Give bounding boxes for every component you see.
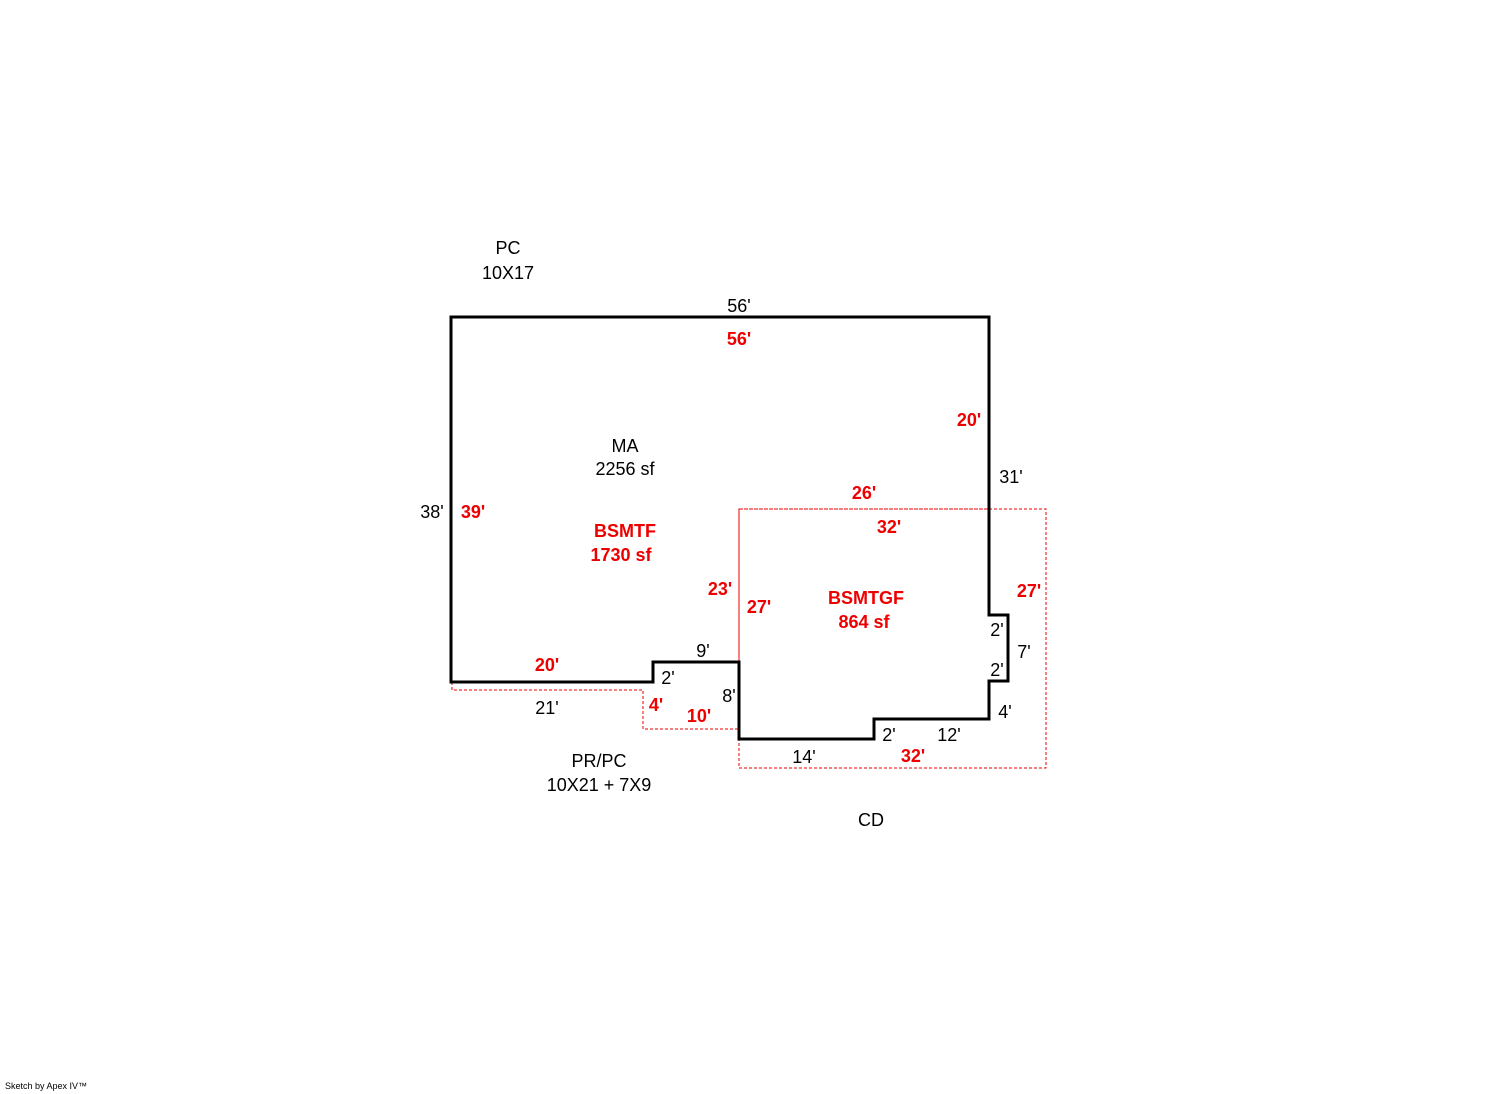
dim-main-top: 56': [727, 296, 750, 316]
dim-main-bottom-right: 12': [937, 725, 960, 745]
dim-bsmt-garage-left: 27': [747, 597, 771, 617]
basement-finished-outline: [451, 316, 990, 730]
bsmtf-label: BSMTF: [594, 521, 656, 541]
dim-main-notch-upper: 2': [990, 620, 1003, 640]
dim-bsmt-garage-right: 27': [1017, 581, 1041, 601]
cd-label: CD: [858, 810, 884, 830]
dim-main-bottom-left: 21': [535, 698, 558, 718]
dim-bsmt-garage-top: 32': [877, 517, 901, 537]
bsmtf-area: 1730 sf: [590, 545, 652, 565]
dim-bsmt-step-bottom: 10': [687, 706, 711, 726]
ma-label: MA: [612, 436, 639, 456]
dim-main-right: 31': [999, 467, 1022, 487]
basement-garage-outline: [738, 508, 1047, 769]
dim-bsmt-right-upper: 20': [957, 410, 981, 430]
bsmtgf-area: 864 sf: [838, 612, 890, 632]
prpc-label: PR/PC: [571, 751, 626, 771]
footer-credit: Sketch by Apex IV™: [5, 1081, 88, 1091]
prpc-size: 10X21 + 7X9: [547, 775, 652, 795]
ma-area: 2256 sf: [595, 459, 655, 479]
pc-size: 10X17: [482, 263, 534, 283]
dim-main-notch-lower: 2': [990, 660, 1003, 680]
pc-label: PC: [495, 238, 520, 258]
dim-main-notch-low: 4': [998, 702, 1011, 722]
dim-main-step-up: 2': [661, 668, 674, 688]
bsmtgf-label: BSMTGF: [828, 588, 904, 608]
dim-main-left: 38': [420, 502, 443, 522]
dim-bsmt-inner-left: 23': [708, 579, 732, 599]
dim-bsmt-top: 56': [727, 329, 751, 349]
dim-main-bottom-mid: 14': [792, 747, 815, 767]
dim-bsmt-garage-bottom: 32': [901, 746, 925, 766]
dim-bsmt-bottom-left: 20': [535, 655, 559, 675]
dim-main-step-down: 8': [722, 686, 735, 706]
dim-main-step-top: 9': [696, 641, 709, 661]
dim-main-notch-side: 7': [1017, 642, 1030, 662]
main-area-outline: [449, 315, 1010, 741]
dim-bsmt-inner-top: 26': [852, 483, 876, 503]
dim-bsmt-step: 4': [649, 695, 663, 715]
dim-bsmt-left: 39': [461, 502, 485, 522]
dim-main-step-mid: 2': [882, 725, 895, 745]
